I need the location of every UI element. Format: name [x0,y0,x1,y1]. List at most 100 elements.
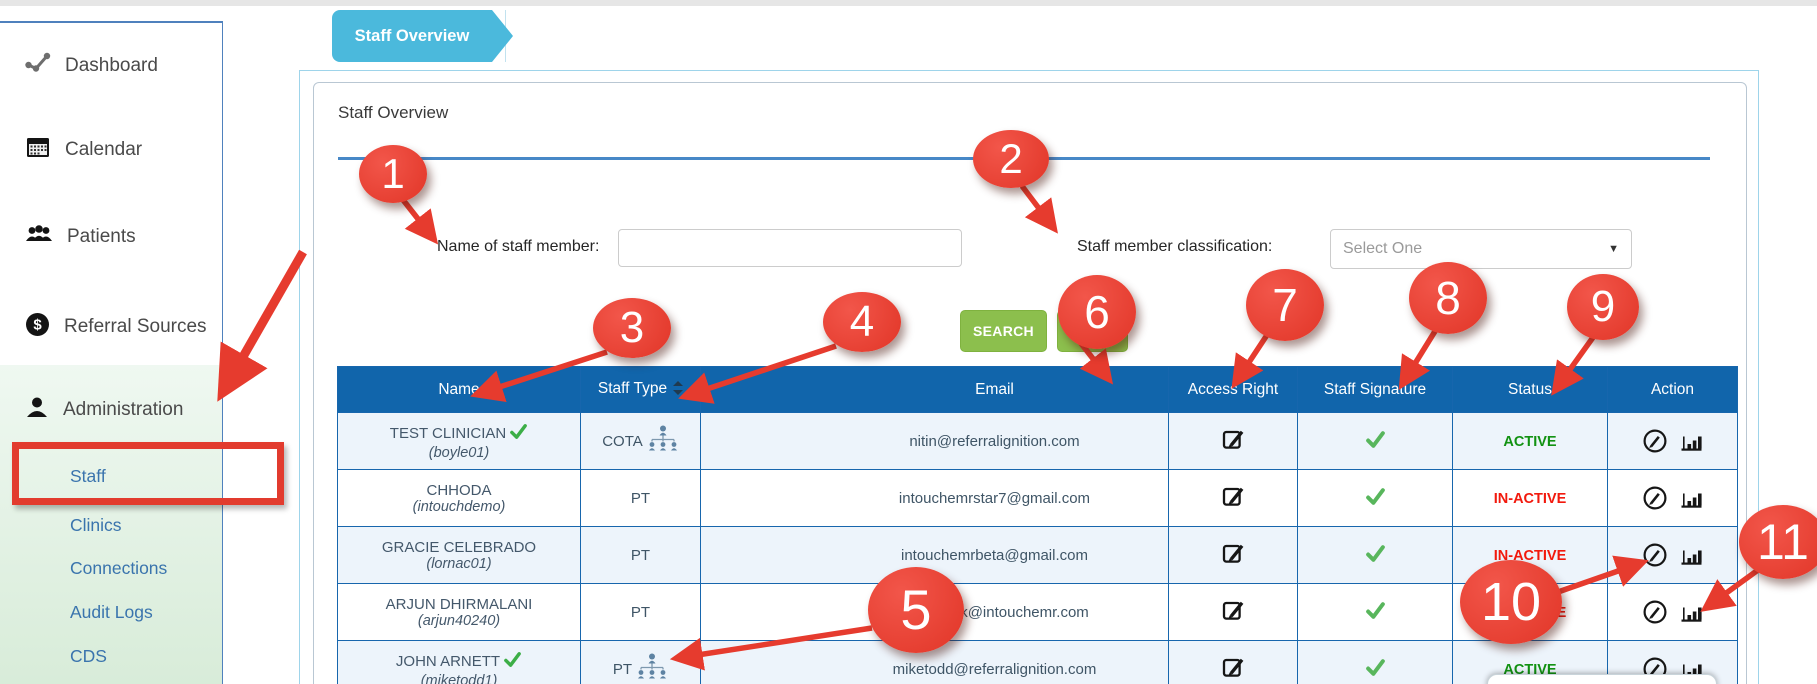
callout-7: 7 [1246,269,1324,341]
edit-access-icon[interactable] [1221,598,1245,622]
status-cell: ACTIVE [1452,412,1608,470]
staff-name-label: Name of staff member: [437,238,600,255]
column-header-email[interactable]: Email [700,366,1169,413]
referral-sources-icon: $ [24,311,51,344]
sidebar-subitem-label: Audit Logs [70,602,153,622]
sidebar-subitem-label: Connections [70,558,168,578]
edit-access-icon[interactable] [1221,484,1245,508]
svg-text:$: $ [33,316,42,333]
column-header-staff-signature[interactable]: Staff Signature [1297,366,1453,413]
bar-chart-icon[interactable] [1678,542,1704,568]
table-row: CHHODA (intouchdemo) PT intouchemrstar7@… [337,469,1738,527]
signature-cell [1297,469,1453,527]
column-header-name[interactable]: Name [337,366,581,413]
sidebar-item-patients[interactable]: Patients [24,221,136,253]
sidebar-item-referral-sources[interactable]: $ Referral Sources [24,311,207,343]
breadcrumb-tab-staff-overview[interactable]: Staff Overview [332,10,513,62]
status-cell: IN-ACTIVE [1452,469,1608,527]
verified-check-icon [509,422,528,445]
callout-5: 5 [868,567,964,653]
sidebar-item-label: Patients [67,226,136,247]
bar-chart-icon[interactable] [1678,599,1704,625]
edit-pencil-circle-icon[interactable] [1642,599,1668,625]
edit-access-icon[interactable] [1221,541,1245,565]
top-strip [0,0,1817,6]
access-right-cell [1168,583,1298,641]
edit-access-icon[interactable] [1221,655,1245,679]
bar-chart-icon[interactable] [1678,485,1704,511]
access-right-cell [1168,640,1298,684]
sidebar-item-connections[interactable]: Connections [70,558,167,580]
signature-cell [1297,640,1453,684]
staff-name-input[interactable] [618,229,962,267]
breadcrumb-tab-label: Staff Overview [354,26,470,45]
org-chart-icon[interactable] [636,652,668,684]
signature-check-icon [1365,658,1386,682]
dashboard-icon [24,50,52,82]
sidebar-item-dashboard[interactable]: Dashboard [24,50,158,82]
signature-cell [1297,412,1453,470]
sidebar-subitem-label: CDS [70,646,107,666]
org-chart-icon[interactable] [647,424,679,458]
column-header-status[interactable]: Status [1452,366,1608,413]
staff-annotation-highlight-box [12,442,284,505]
staff-type-cell: COTA [580,412,701,470]
signature-check-icon [1365,430,1386,454]
edit-access-icon[interactable] [1221,427,1245,451]
callout-4: 4 [823,292,901,352]
column-header-staff-type[interactable]: Staff Type [580,366,701,413]
action-cell [1607,583,1738,641]
callout-10: 10 [1460,560,1562,644]
signature-check-icon [1365,487,1386,511]
sidebar-item-staff[interactable]: Staff [70,466,106,488]
classification-label: Staff member classification: [1077,238,1273,255]
action-cell [1607,412,1738,470]
chevron-down-icon: ▼ [1608,243,1619,255]
table-header-row: Name Staff Type Email Access Right Staff… [337,366,1738,413]
email-cell: intouchemrstar7@gmail.com [700,469,1169,527]
classification-selected-value: Select One [1343,240,1423,257]
callout-11: 11 [1739,505,1817,579]
signature-cell [1297,583,1453,641]
column-header-action[interactable]: Action [1607,366,1738,413]
annotation-arrow-administration [217,249,307,402]
callout-1: 1 [359,145,427,203]
callout-3: 3 [593,298,671,358]
bar-chart-icon[interactable] [1678,428,1704,454]
sidebar-subitem-label: Clinics [70,515,122,535]
name-cell: TEST CLINICIAN (boyle01) [337,412,581,470]
patients-icon [24,221,54,253]
staff-type-cell: PT [580,469,701,527]
sidebar-item-audit-logs[interactable]: Audit Logs [70,602,153,624]
sort-icon[interactable] [673,380,684,400]
edit-pencil-circle-icon[interactable] [1642,542,1668,568]
administration-icon [24,394,50,426]
column-header-access-right[interactable]: Access Right [1168,366,1298,413]
sidebar-item-calendar[interactable]: Calendar [24,134,142,166]
callout-8: 8 [1409,262,1487,334]
classification-select[interactable]: Select One ▼ [1330,229,1632,269]
sidebar-item-label: Dashboard [65,55,158,76]
sidebar-item-label: Calendar [65,139,143,160]
verified-check-icon [503,650,522,673]
edit-pencil-circle-icon[interactable] [1642,428,1668,454]
table-row: JOHN ARNETT (miketodd1) PT miketodd@refe… [337,640,1738,684]
name-cell: GRACIE CELEBRADO (lornac01) [337,526,581,584]
sidebar-item-label: Administration [63,399,184,420]
edit-pencil-circle-icon[interactable] [1642,485,1668,511]
sidebar-item-clinics[interactable]: Clinics [70,515,122,537]
callout-9: 9 [1567,274,1639,340]
signature-cell [1297,526,1453,584]
table-row: GRACIE CELEBRADO (lornac01) PT intouchem… [337,526,1738,584]
search-button[interactable]: SEARCH [960,310,1047,352]
signature-check-icon [1365,544,1386,568]
action-cell [1607,469,1738,527]
sidebar-item-administration[interactable]: Administration [24,394,183,426]
sidebar-item-cds[interactable]: CDS [70,646,107,668]
access-right-cell [1168,469,1298,527]
name-cell: JOHN ARNETT (miketodd1) [337,640,581,684]
email-cell: nitin@referralignition.com [700,412,1169,470]
administration-section-background [0,365,222,684]
bottom-popup-sliver [1487,674,1717,684]
